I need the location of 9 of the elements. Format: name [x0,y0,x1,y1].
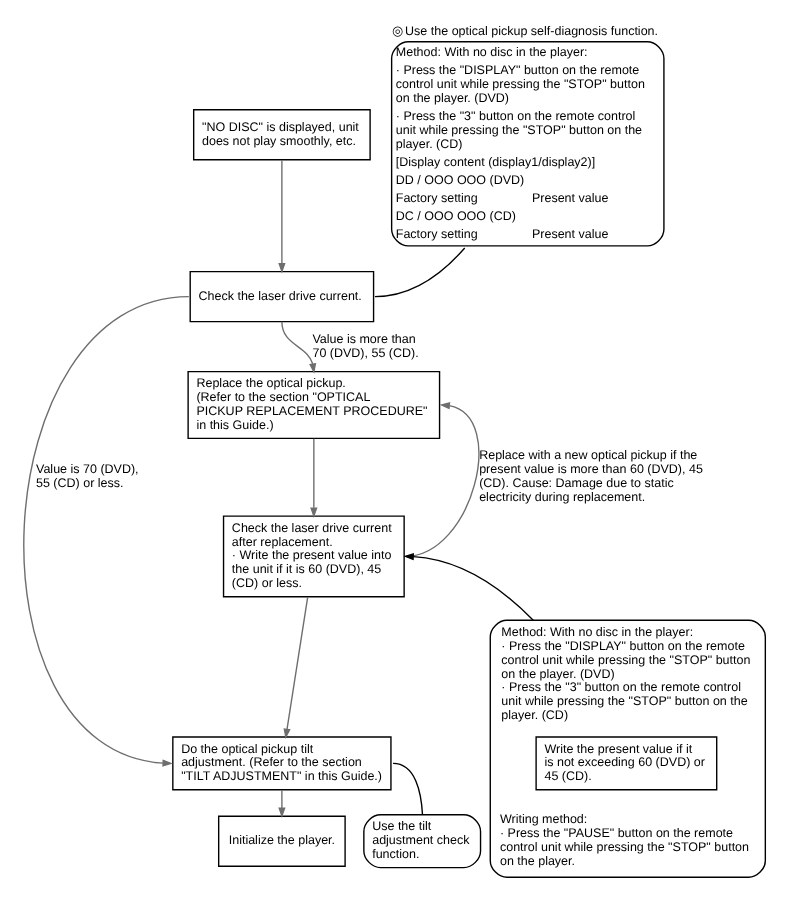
arrow [23,295,190,767]
arrow [283,596,309,739]
arrow [278,789,286,819]
connector [374,247,466,298]
arrow [281,320,317,374]
arrow [403,553,534,621]
arrow [310,437,318,519]
arrow [278,159,286,274]
connector [392,762,424,816]
